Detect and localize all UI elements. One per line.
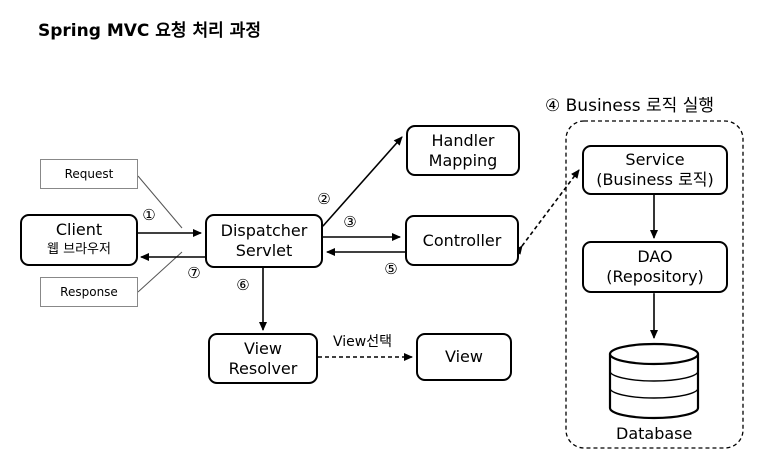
step-1-badge: ① (142, 206, 156, 224)
dispatcher-label-line1: Dispatcher (220, 221, 308, 240)
dispatcher-label-line2: Servlet (235, 241, 293, 260)
view-label: View (445, 347, 483, 366)
handler-mapping-line1: Handler (431, 130, 495, 150)
dao-label: DAO (637, 247, 673, 266)
controller-node: Controller (405, 215, 519, 266)
controller-label: Controller (422, 230, 502, 250)
view-resolver-node: View Resolver (208, 333, 318, 384)
view-resolver-line1: View (244, 338, 282, 358)
request-note-connector (137, 175, 183, 229)
handler-mapping-node: Handler Mapping (406, 125, 520, 176)
database-cylinder (608, 342, 700, 420)
service-label: Service (625, 150, 685, 169)
step-6-badge: ⑥ (236, 276, 250, 294)
dispatcher-servlet-node: Dispatcher Servlet (205, 214, 323, 268)
business-logic-label: ④ Business 로직 실행 (545, 96, 714, 116)
handler-mapping-line2: Mapping (428, 150, 498, 170)
response-note-connector (137, 251, 183, 293)
step-2-badge: ② (317, 190, 331, 208)
view-node: View (416, 333, 512, 381)
step-7-badge: ⑦ (187, 264, 201, 282)
arrow-dispatcher-handler-mapping (314, 136, 403, 235)
arrow-controller-service (514, 169, 580, 255)
step-3-badge: ③ (343, 213, 357, 231)
client-node: Client 웹 브라우저 (20, 214, 138, 266)
view-select-label: View선택 (333, 334, 392, 350)
service-node: Service (Business 로직) (582, 145, 728, 195)
client-label: Client (55, 220, 103, 239)
service-sublabel: (Business 로직) (596, 170, 714, 189)
dao-sublabel: (Repository) (606, 267, 704, 286)
request-note: Request (40, 159, 138, 189)
dao-node: DAO (Repository) (582, 241, 728, 293)
response-note: Response (40, 277, 138, 307)
database-label: Database (616, 424, 693, 443)
view-resolver-line2: Resolver (228, 358, 298, 378)
page-title: Spring MVC 요청 처리 과정 (38, 21, 261, 41)
step-5-badge: ⑤ (384, 260, 398, 278)
client-sublabel: 웹 브라우저 (47, 242, 111, 257)
business-logic-group (565, 120, 744, 449)
